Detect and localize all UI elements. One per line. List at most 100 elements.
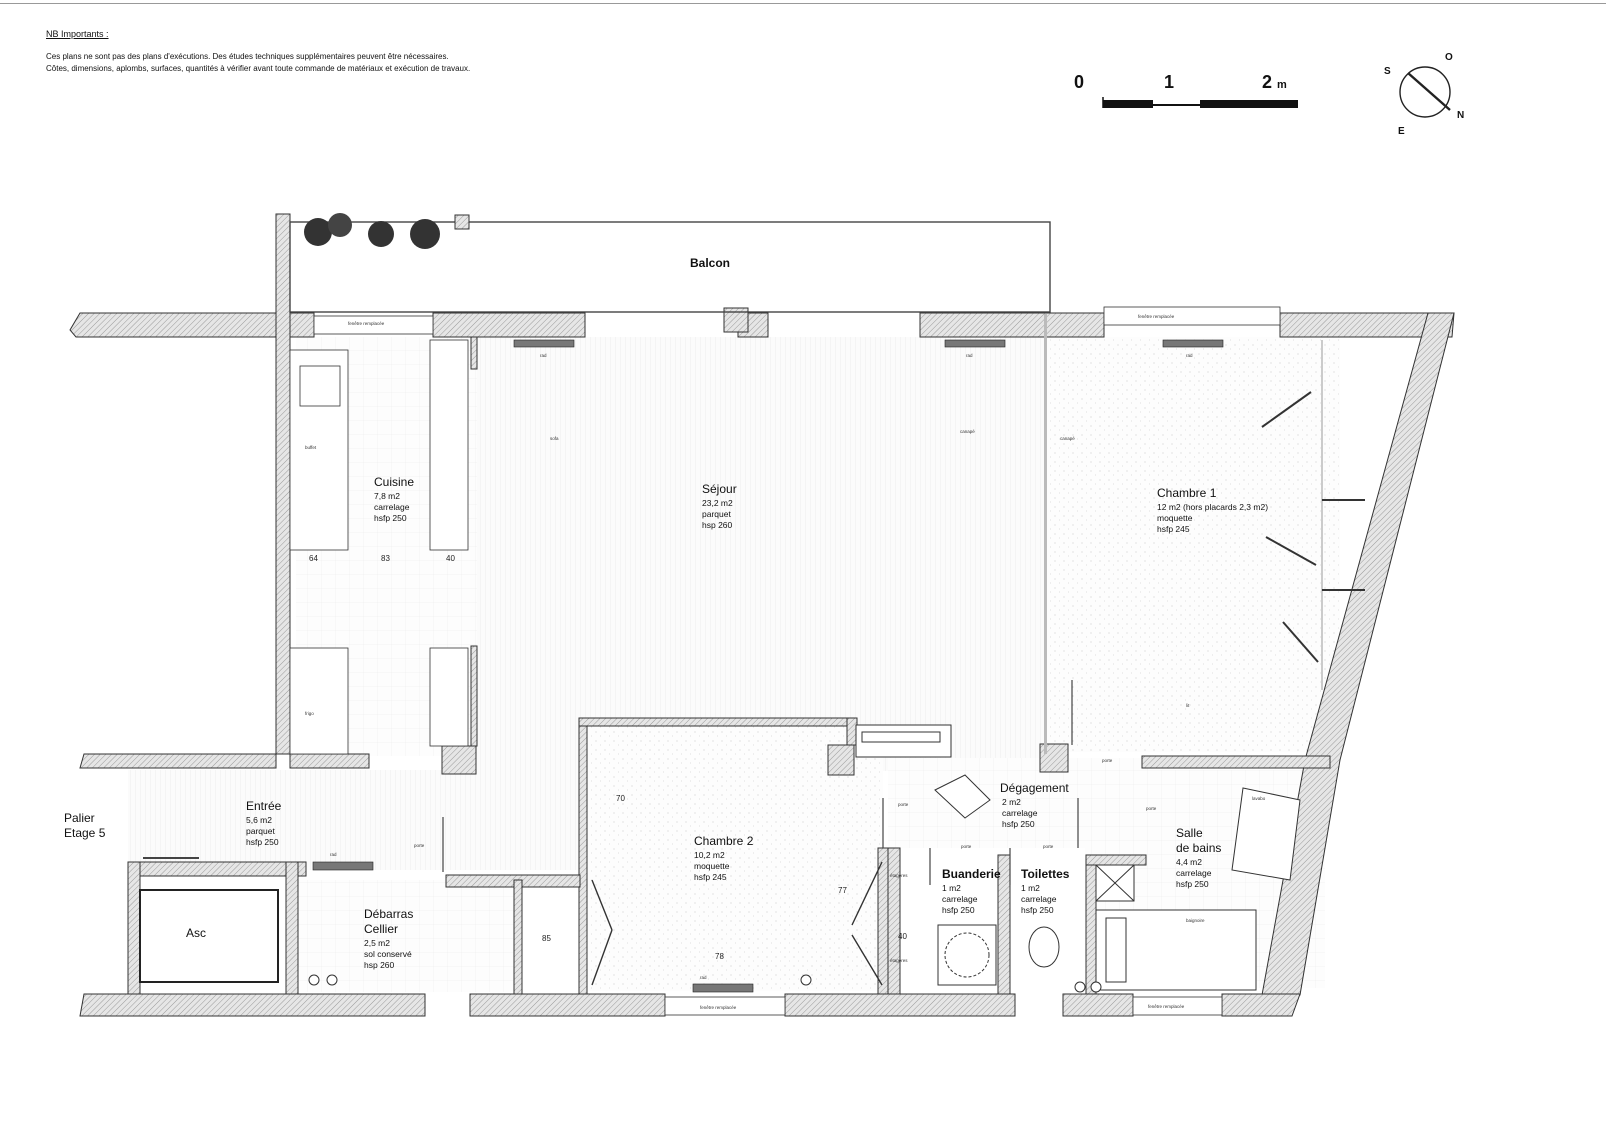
note-fenetre-2: fenêtre remplacée <box>1138 314 1175 319</box>
notes-title: NB Importants : <box>46 29 109 39</box>
note-porte-4: porte <box>1043 844 1054 849</box>
note-buffet: buffet <box>305 445 317 450</box>
note-lit: lit <box>1186 703 1190 708</box>
buanderie-floor-type: carrelage <box>942 894 978 904</box>
elevator <box>139 889 279 983</box>
note-etageres-2: étagères <box>890 958 908 963</box>
label-entree: Entrée <box>246 799 282 813</box>
note-porte-5: porte <box>1146 806 1157 811</box>
wall-bottom-4 <box>1062 993 1134 1017</box>
dim-78: 78 <box>715 952 724 961</box>
debarras-area: 2,5 m2 <box>364 938 390 948</box>
annotations: fenêtre remplacée fenêtre remplacée fenê… <box>305 314 1266 1010</box>
toilettes-floor-type: carrelage <box>1021 894 1057 904</box>
label-balcon: Balcon <box>690 256 730 270</box>
compass-e: E <box>1398 126 1405 137</box>
cuisine-height: hsfp 250 <box>374 513 407 523</box>
sejour-area: 23,2 m2 <box>702 498 733 508</box>
label-sdb-2: de bains <box>1176 841 1221 855</box>
sejour-floor <box>477 337 1047 771</box>
toilettes-area: 1 m2 <box>1021 883 1040 893</box>
note-porte-3: porte <box>961 844 972 849</box>
walls <box>69 213 1455 1017</box>
note-porte-1: porte <box>414 843 425 848</box>
wall-asc-top <box>127 861 307 877</box>
wall-entree-top-2 <box>289 753 370 769</box>
dim-77: 77 <box>838 886 847 895</box>
wall-asc-left <box>127 861 141 995</box>
toilettes-height: hsfp 250 <box>1021 905 1054 915</box>
note-rad-4: rad <box>330 852 337 857</box>
note-porte-2: porte <box>898 802 909 807</box>
scale-tick-1: 1 <box>1164 72 1175 92</box>
wall-chambre2-top <box>578 717 848 727</box>
radiators <box>312 339 1224 993</box>
plant-3 <box>368 221 394 247</box>
chambre2-floor-type: moquette <box>694 861 730 871</box>
wall-top-5 <box>1279 312 1455 338</box>
label-debarras: Débarras <box>364 907 413 921</box>
wall-bottom-1 <box>79 993 426 1017</box>
degagement-height: hsfp 250 <box>1002 819 1035 829</box>
label-sdb-1: Salle <box>1176 826 1203 840</box>
wall-top-4 <box>919 312 1105 338</box>
wall-entree-top <box>79 753 277 769</box>
chambre2-height: hsfp 245 <box>694 872 727 882</box>
wall-chambre2-right <box>877 847 889 995</box>
wall-debarras-top <box>445 874 581 888</box>
compass-o: O <box>1445 52 1453 63</box>
plant-1 <box>304 218 332 246</box>
label-chambre1: Chambre 1 <box>1157 486 1217 500</box>
wall-toilettes-right <box>1085 854 1097 995</box>
wall-buanderie-left <box>887 847 901 995</box>
wall-top-2 <box>432 312 586 338</box>
balcony <box>289 213 1051 313</box>
wall-sdb-left-top <box>1085 854 1147 866</box>
note-rad-2: rad <box>966 353 973 358</box>
scale-bar-graphic <box>1102 97 1298 108</box>
wall-upper-left <box>69 312 277 338</box>
dim-40: 40 <box>446 554 455 563</box>
chambre1-floor-type: moquette <box>1157 513 1193 523</box>
windows <box>313 306 1281 1016</box>
entree-area: 5,6 m2 <box>246 815 272 825</box>
wall-chambre2-left <box>578 717 588 995</box>
pillar-chambre2 <box>827 744 855 776</box>
doors <box>143 680 1079 885</box>
label-chambre2: Chambre 2 <box>694 834 754 848</box>
debarras-floor-type: sol conservé <box>364 949 412 959</box>
degagement-fixture <box>855 724 991 819</box>
sdb-floor-type: carrelage <box>1176 868 1212 878</box>
note-canape-1: canapé <box>960 429 975 434</box>
degagement-floor-type: carrelage <box>1002 808 1038 818</box>
compass-s: S <box>1384 66 1391 77</box>
bathroom-fixtures <box>308 787 1301 993</box>
scale-tick-2-value: 2 <box>1262 72 1273 92</box>
compass-rose <box>1399 66 1451 118</box>
note-fenetre-3: fenêtre remplacée <box>700 1005 737 1010</box>
scale-unit: m <box>1277 79 1287 91</box>
partition-sejour-chambre1 <box>1044 314 1047 754</box>
chambre1-area: 12 m2 (hors placards 2,3 m2) <box>1157 502 1268 512</box>
note-baignoire: baignoire <box>1186 918 1205 923</box>
plant-4 <box>410 219 440 249</box>
wall-sdb-top <box>1141 755 1331 769</box>
dim-70: 70 <box>616 794 625 803</box>
plant-2 <box>328 213 352 237</box>
note-rad-1: rad <box>540 353 547 358</box>
note-lavabo: lavabo <box>1252 796 1266 801</box>
label-cellier: Cellier <box>364 922 398 936</box>
dim-64: 64 <box>309 554 318 563</box>
scale-tick-0: 0 <box>1074 72 1085 92</box>
notes-line-2: Côtes, dimensions, aplombs, surfaces, qu… <box>46 64 471 73</box>
wall-bottom-5 <box>1221 993 1301 1017</box>
wall-cuisine-sejour-top <box>470 336 478 370</box>
label-asc: Asc <box>186 926 206 940</box>
note-frigo: frigo <box>305 711 314 716</box>
sejour-height: hsp 260 <box>702 520 733 530</box>
wall-asc-right <box>285 861 299 995</box>
wall-buanderie-right <box>997 854 1011 995</box>
lavabo <box>1231 787 1301 881</box>
compass-n: N <box>1457 110 1465 121</box>
wall-debarras-right <box>513 879 523 995</box>
